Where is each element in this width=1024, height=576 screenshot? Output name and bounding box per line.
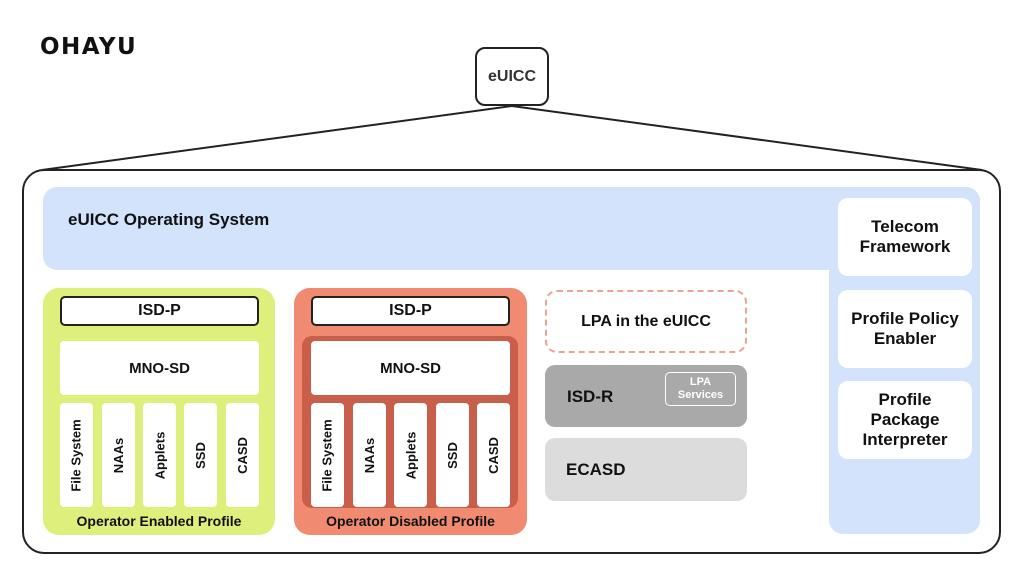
enabled-casd: CASD	[226, 403, 259, 507]
isd-r-label: ISD-R	[567, 387, 614, 406]
lpa-services-badge: LPA Services	[665, 372, 736, 406]
enabled-applets: Applets	[143, 403, 176, 507]
os-title: eUICC Operating System	[68, 210, 270, 229]
euicc-root-node: eUICC	[475, 47, 549, 106]
profile-package-interpreter-box: Profile Package Interpreter	[838, 381, 972, 459]
lpa-in-euicc: LPA in the eUICC	[545, 290, 747, 353]
disabled-mno-sd: MNO-SD	[311, 341, 510, 395]
brand-logo: OHAYU	[40, 34, 138, 60]
lpa-services-line2: Services	[677, 389, 724, 401]
connector-left	[41, 105, 513, 171]
profile-policy-enabler-box: Profile Policy Enabler	[838, 290, 972, 368]
disabled-file-system: File System	[311, 403, 344, 507]
enabled-file-system: File System	[60, 403, 93, 507]
isd-r-box	[545, 365, 747, 427]
disabled-ssd: SSD	[436, 403, 469, 507]
enabled-isd-p: ISD-P	[60, 296, 259, 326]
os-band	[43, 187, 980, 270]
telecom-framework-box: Telecom Framework	[838, 198, 972, 276]
connector-right	[511, 105, 983, 171]
disabled-casd: CASD	[477, 403, 510, 507]
lpa-services-line1: LPA	[689, 376, 712, 388]
enabled-ssd: SSD	[184, 403, 217, 507]
disabled-naas: NAAs	[353, 403, 386, 507]
disabled-applets: Applets	[394, 403, 427, 507]
disabled-profile-label: Operator Disabled Profile	[326, 513, 495, 529]
ecasd-box: ECASD	[545, 438, 747, 501]
enabled-naas: NAAs	[102, 403, 135, 507]
enabled-mno-sd: MNO-SD	[60, 341, 259, 395]
enabled-profile-label: Operator Enabled Profile	[76, 513, 242, 529]
disabled-isd-p: ISD-P	[311, 296, 510, 326]
